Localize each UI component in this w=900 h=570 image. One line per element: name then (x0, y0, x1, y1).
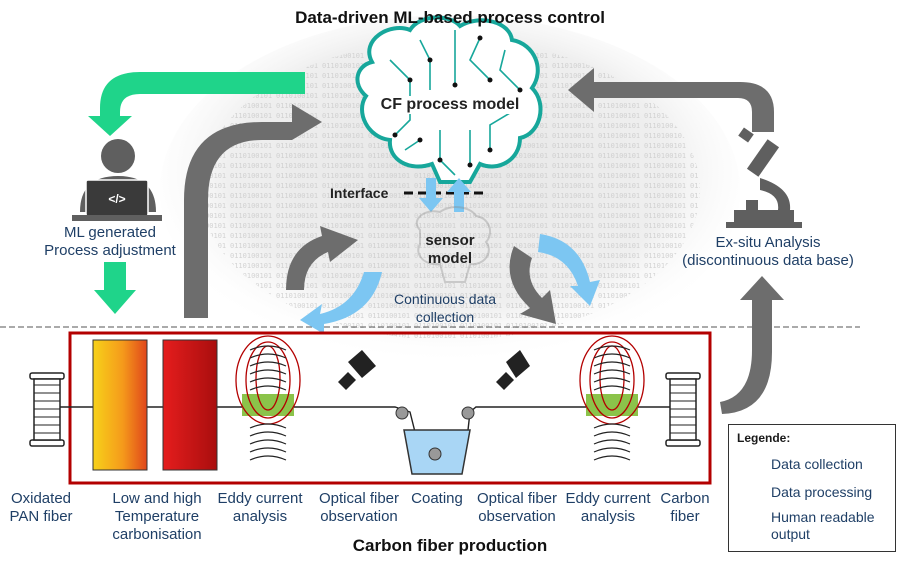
coating-bath-icon (395, 406, 475, 475)
low-temp-furnace (92, 339, 148, 471)
pan-spool-icon (29, 372, 65, 447)
production-title: Carbon fiber production (352, 536, 548, 555)
step-oxidated-pan: Oxidated PAN fiber (9, 490, 73, 525)
step-optical-observation-2: Optical fiber observation (476, 490, 558, 525)
legend-label-collection: Data collection (771, 456, 863, 472)
carbon-spool-icon (665, 372, 701, 447)
blue-arrows (300, 234, 600, 334)
exsitu-analysis-label: Ex-situ Analysis (discontinuous data bas… (682, 234, 854, 269)
camera-right-icon (496, 350, 530, 390)
interface-label: Interface (330, 185, 389, 201)
step-optical-observation-1: Optical fiber observation (318, 490, 400, 525)
eddy-coil-left-icon (235, 335, 301, 461)
step-eddy-current-1: Eddy current analysis (217, 490, 303, 525)
legend-title: Legende: (737, 431, 791, 445)
ml-adjustment-label: ML generated Process adjustment (44, 224, 176, 259)
eddy-coil-right-icon (579, 335, 645, 461)
high-temp-furnace (162, 339, 218, 471)
step-coating: Coating (411, 490, 463, 507)
step-eddy-current-2: Eddy current analysis (565, 490, 651, 525)
legend-box: Legende: Data collection Data processing… (728, 424, 896, 552)
production-frame (68, 331, 712, 485)
cf-process-model-label: CF process model (370, 96, 530, 114)
camera-left-icon (338, 350, 376, 390)
legend-label-human: Human readable output (771, 509, 875, 542)
microscope-icon (726, 127, 802, 228)
sensor-model-label: sensor model (425, 232, 475, 267)
laptop-code-label: </> (108, 192, 126, 206)
step-carbon-fiber: Carbon fiber (660, 490, 710, 525)
continuous-collection-label: Continuous data collection (394, 291, 496, 325)
diagram-title: Data-driven ML-based process control (295, 8, 605, 27)
model-exchange-arrows (419, 178, 471, 212)
person-laptop-icon (72, 139, 162, 221)
gray-arrows (184, 68, 784, 414)
step-carbonisation: Low and high Temperature carbonisation (112, 490, 202, 543)
green-arrows (88, 72, 305, 314)
sensor-brain-icon (415, 206, 492, 283)
legend-label-processing: Data processing (771, 484, 873, 500)
